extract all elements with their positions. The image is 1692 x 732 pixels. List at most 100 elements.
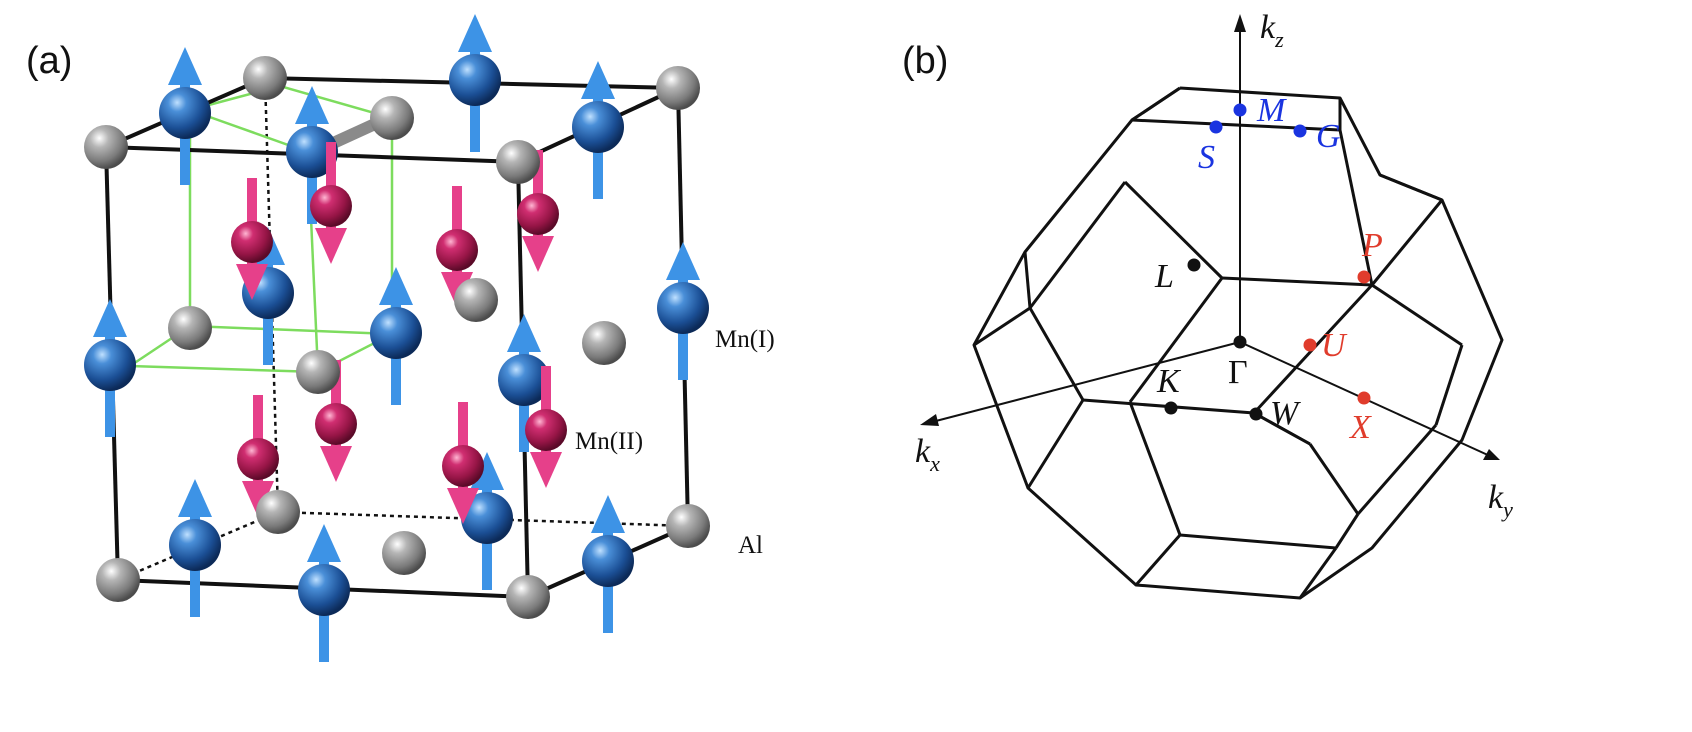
- al-atom: [256, 490, 300, 534]
- spin-up-arrowhead: [458, 14, 492, 52]
- point-X-label: X: [1348, 409, 1372, 446]
- spin-down-shaft: [452, 186, 462, 246]
- point-W-dot: [1249, 407, 1263, 421]
- kz-arrowhead: [1234, 14, 1246, 32]
- point-U-label: U: [1321, 327, 1348, 364]
- label-al: Al: [738, 532, 763, 559]
- al-atom: [656, 66, 700, 110]
- kx-label: kx: [915, 433, 940, 476]
- point-G-dot: [1293, 124, 1307, 138]
- point-L-dot: [1187, 258, 1201, 272]
- mn1-atom-up: [582, 495, 634, 633]
- spin-up-shaft: [603, 567, 613, 633]
- al-atom: [243, 56, 287, 100]
- point-M-dot: [1233, 103, 1247, 117]
- spin-up-arrowhead: [591, 495, 625, 533]
- spin-up-shaft: [519, 386, 529, 452]
- mn2-sphere: [517, 193, 559, 235]
- spin-up-arrowhead: [666, 242, 700, 280]
- mn1-sphere: [298, 564, 350, 616]
- point-K-label: K: [1156, 363, 1182, 400]
- spin-up-shaft: [180, 119, 190, 185]
- kz-label: kz: [1260, 9, 1284, 52]
- atom-layer: [84, 14, 710, 662]
- al-atom: [666, 504, 710, 548]
- spin-up-shaft: [307, 158, 317, 224]
- point-X-dot: [1357, 391, 1371, 405]
- point-W-label: W: [1270, 395, 1301, 432]
- mn1-atom-up: [298, 524, 350, 662]
- spin-up-arrowhead: [470, 452, 504, 490]
- al-atom: [370, 96, 414, 140]
- mn2-sphere: [231, 221, 273, 263]
- spin-down-shaft: [541, 366, 551, 426]
- point-U-dot: [1303, 338, 1317, 352]
- spin-up-shaft: [482, 524, 492, 590]
- spin-down-shaft: [533, 150, 543, 210]
- label-mn2: Mn(II): [575, 428, 643, 455]
- point-S-dot: [1209, 120, 1223, 134]
- point-K-dot: [1164, 401, 1178, 415]
- mn2-sphere: [442, 445, 484, 487]
- spin-up-arrowhead: [307, 524, 341, 562]
- mn2-sphere: [315, 403, 357, 445]
- point-L-label: L: [1154, 258, 1174, 295]
- al-atom: [84, 125, 128, 169]
- spin-up-arrowhead: [295, 86, 329, 124]
- mn1-sphere: [498, 354, 550, 406]
- ky-arrowhead: [1483, 449, 1500, 460]
- spin-up-shaft: [190, 551, 200, 617]
- spin-down-shaft: [247, 178, 257, 238]
- mn1-sphere: [449, 54, 501, 106]
- spin-up-shaft: [105, 371, 115, 437]
- spin-up-shaft: [470, 86, 480, 152]
- mn1-atom-up: [498, 314, 550, 452]
- panel-a-label: (a): [26, 40, 72, 82]
- spin-down-shaft: [331, 360, 341, 420]
- spin-up-shaft: [593, 133, 603, 199]
- mn2-atom-down: [237, 395, 279, 517]
- point-gamma-dot: [1233, 335, 1247, 349]
- spin-down-arrowhead: [530, 452, 562, 488]
- mn2-sphere: [436, 229, 478, 271]
- mn2-atom-down: [517, 150, 559, 272]
- label-mn1: Mn(I): [715, 326, 775, 353]
- mn1-sphere: [159, 87, 211, 139]
- spin-up-arrowhead: [168, 47, 202, 85]
- point-gamma-label: Γ: [1228, 354, 1248, 391]
- mn1-sphere: [461, 492, 513, 544]
- spin-down-arrowhead: [522, 236, 554, 272]
- mn1-sphere: [169, 519, 221, 571]
- mn1-atom-up: [84, 299, 136, 437]
- spin-down-arrowhead: [320, 446, 352, 482]
- spin-down-arrowhead: [242, 481, 274, 517]
- mn2-atom-down: [525, 366, 567, 488]
- brillouin-zone-edges: [972, 86, 1504, 600]
- spin-up-arrowhead: [178, 479, 212, 517]
- spin-up-shaft: [391, 339, 401, 405]
- mn1-atom-up: [449, 14, 501, 152]
- mn2-sphere: [310, 185, 352, 227]
- mn1-atom-up: [657, 242, 709, 380]
- point-P-label: P: [1361, 227, 1383, 264]
- spin-up-shaft: [263, 299, 273, 365]
- al-atom: [296, 350, 340, 394]
- spin-up-arrowhead: [93, 299, 127, 337]
- mn2-atom-down: [315, 360, 357, 482]
- al-atom: [506, 575, 550, 619]
- point-M-label: M: [1256, 92, 1287, 129]
- al-atom: [96, 558, 140, 602]
- al-atom: [582, 321, 626, 365]
- mn1-atom-up: [572, 61, 624, 199]
- spin-up-arrowhead: [379, 267, 413, 305]
- panel-b-label: (b): [902, 40, 948, 82]
- spin-up-arrowhead: [581, 61, 615, 99]
- al-atom: [454, 278, 498, 322]
- al-atom: [496, 140, 540, 184]
- panel-b: (b): [902, 9, 1513, 600]
- spin-up-shaft: [319, 596, 329, 662]
- spin-up-arrowhead: [507, 314, 541, 352]
- mn1-sphere: [370, 307, 422, 359]
- point-P-dot: [1357, 270, 1371, 284]
